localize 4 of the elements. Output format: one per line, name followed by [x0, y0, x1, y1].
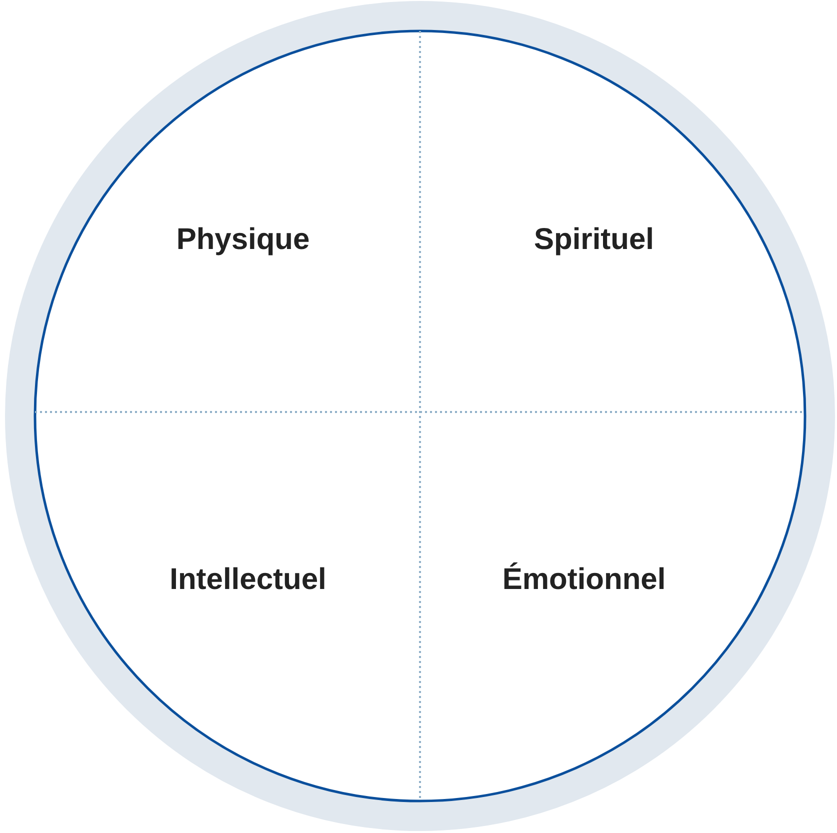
quadrant-label: Intellectuel: [170, 563, 326, 597]
quadrant-label: Spirituel: [534, 223, 654, 257]
quadrant-label: Émotionnel: [502, 563, 666, 597]
quadrant-label: Physique: [176, 223, 310, 257]
